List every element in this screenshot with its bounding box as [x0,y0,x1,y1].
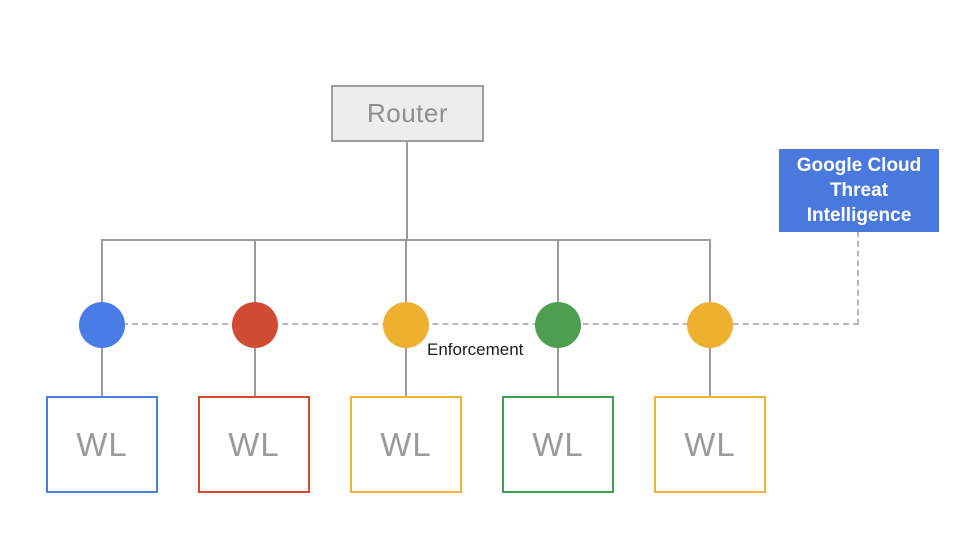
enforcement-point-green [535,302,581,348]
router-stem-line [406,142,408,240]
enforcement-point-yellow-1 [383,302,429,348]
threat-intelligence-label-line-1: Google Cloud [796,154,922,176]
dashed-threat-intel-riser [857,231,859,325]
workload-label: WL [76,425,128,463]
workload-label: WL [228,425,280,463]
workload-label: WL [380,425,432,463]
enforcement-label: Enforcement [427,340,524,359]
workload-label: WL [532,425,584,463]
threat-intelligence-node: Google Cloud Threat Intelligence [779,149,939,232]
router-node: Router [331,85,484,142]
router-label: Router [366,98,449,128]
workload-box-red: WL [198,396,310,493]
enforcement-point-blue [79,302,125,348]
workload-label: WL [684,425,736,463]
workload-box-blue: WL [46,396,158,493]
workload-box-yellow-2: WL [654,396,766,493]
threat-intelligence-label-line-3: Intelligence [806,205,912,227]
enforcement-point-red [232,302,278,348]
dashed-enforcement-line [102,323,859,325]
enforcement-point-yellow-2 [687,302,733,348]
workload-box-green: WL [502,396,614,493]
threat-intelligence-label-line-2: Threat [829,179,889,201]
workload-box-yellow-1: WL [350,396,462,493]
